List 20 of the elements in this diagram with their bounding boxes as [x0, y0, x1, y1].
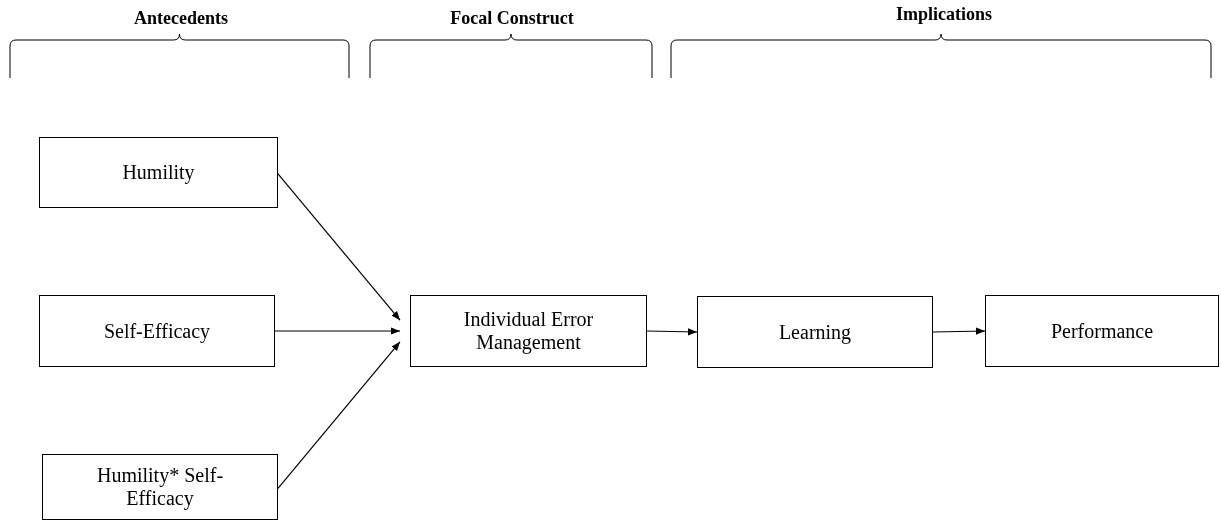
box-label: Self-Efficacy [103, 319, 211, 343]
process-box [697, 296, 933, 368]
box-label: Performance [1050, 319, 1154, 343]
arrow [277, 173, 401, 321]
section-heading: Implications [896, 4, 992, 25]
process-box [39, 137, 278, 208]
section-heading: Focal Construct [450, 8, 574, 29]
box-label: Individual Error Management [462, 308, 595, 354]
box-label: Humility* Self-Efficacy [95, 464, 225, 510]
section-heading: Antecedents [134, 8, 228, 29]
arrow [646, 328, 698, 336]
box-label: Humility [122, 161, 195, 184]
box-label: Learning [778, 320, 852, 344]
process-box [39, 295, 275, 367]
process-box [410, 295, 647, 367]
process-box [42, 454, 278, 520]
arrow [277, 341, 401, 489]
arrow [274, 327, 401, 335]
arrow [932, 327, 986, 335]
process-box [985, 295, 1219, 367]
